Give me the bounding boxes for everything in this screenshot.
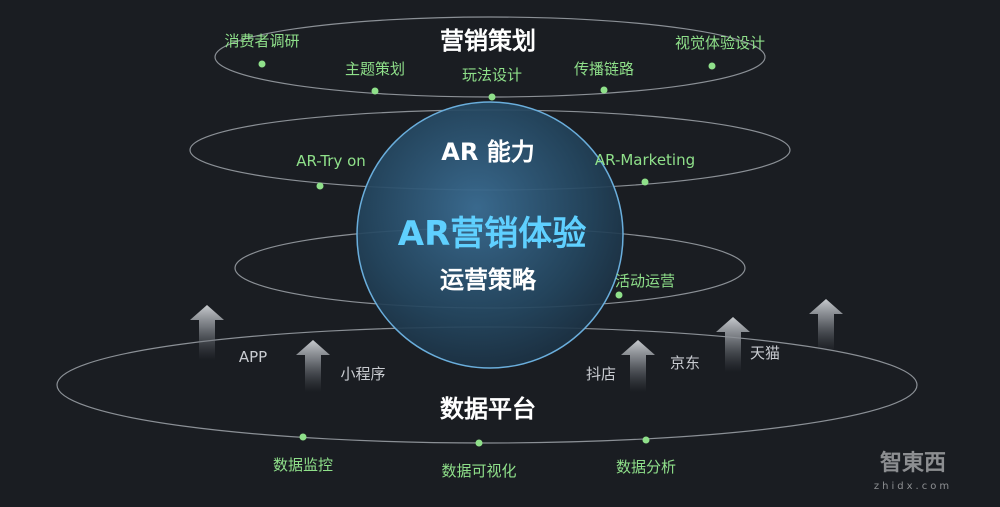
node-dot (600, 86, 608, 94)
ar-capability-item: AR-Marketing (595, 151, 695, 169)
planning-title: 营销策划 (440, 27, 536, 55)
node-dot (371, 87, 379, 95)
center-label: AR营销体验 (398, 214, 587, 254)
arrow-up-icon (296, 340, 330, 392)
node-dot (615, 291, 623, 299)
node-dot (475, 439, 483, 447)
node-dot (488, 93, 496, 101)
watermark-logo-text: 智東西 (880, 450, 946, 476)
arrow-up-icon (716, 317, 750, 372)
arrow-up-icon (809, 299, 843, 352)
node-dot (316, 182, 324, 190)
data-platform-item: 数据可视化 (441, 462, 516, 480)
channel-label: 小程序 (340, 365, 385, 383)
planning-item: 传播链路 (574, 60, 634, 78)
operation-title: 运营策略 (440, 266, 537, 294)
center-sphere (356, 101, 624, 369)
channel-label: 抖店 (586, 365, 616, 383)
data-platform-item: 数据监控 (273, 456, 333, 474)
channel-label: APP (239, 348, 267, 366)
node-dot (299, 433, 307, 441)
planning-item: 主题策划 (345, 60, 405, 78)
ar-capability-item: AR-Try on (296, 152, 366, 170)
node-dot (258, 60, 266, 68)
node-dot (641, 178, 649, 186)
watermark-logo: 智東西 zhidx.com (874, 450, 952, 492)
operation-item: 活动运营 (615, 272, 675, 290)
planning-item: 视觉体验设计 (675, 34, 765, 52)
planning-item: 玩法设计 (462, 66, 522, 84)
node-dot (642, 436, 650, 444)
arrow-up-icon (621, 340, 655, 392)
ar-capability-title: AR 能力 (441, 138, 534, 166)
planning-item: 消费者调研 (224, 32, 299, 50)
channel-label: 京东 (670, 354, 700, 372)
data-platform-item: 数据分析 (616, 458, 676, 476)
data-platform-title: 数据平台 (440, 395, 536, 423)
node-dot (708, 62, 716, 70)
arrow-up-icon (190, 305, 224, 360)
watermark-url: zhidx.com (874, 481, 952, 492)
channel-label: 天猫 (750, 344, 780, 362)
